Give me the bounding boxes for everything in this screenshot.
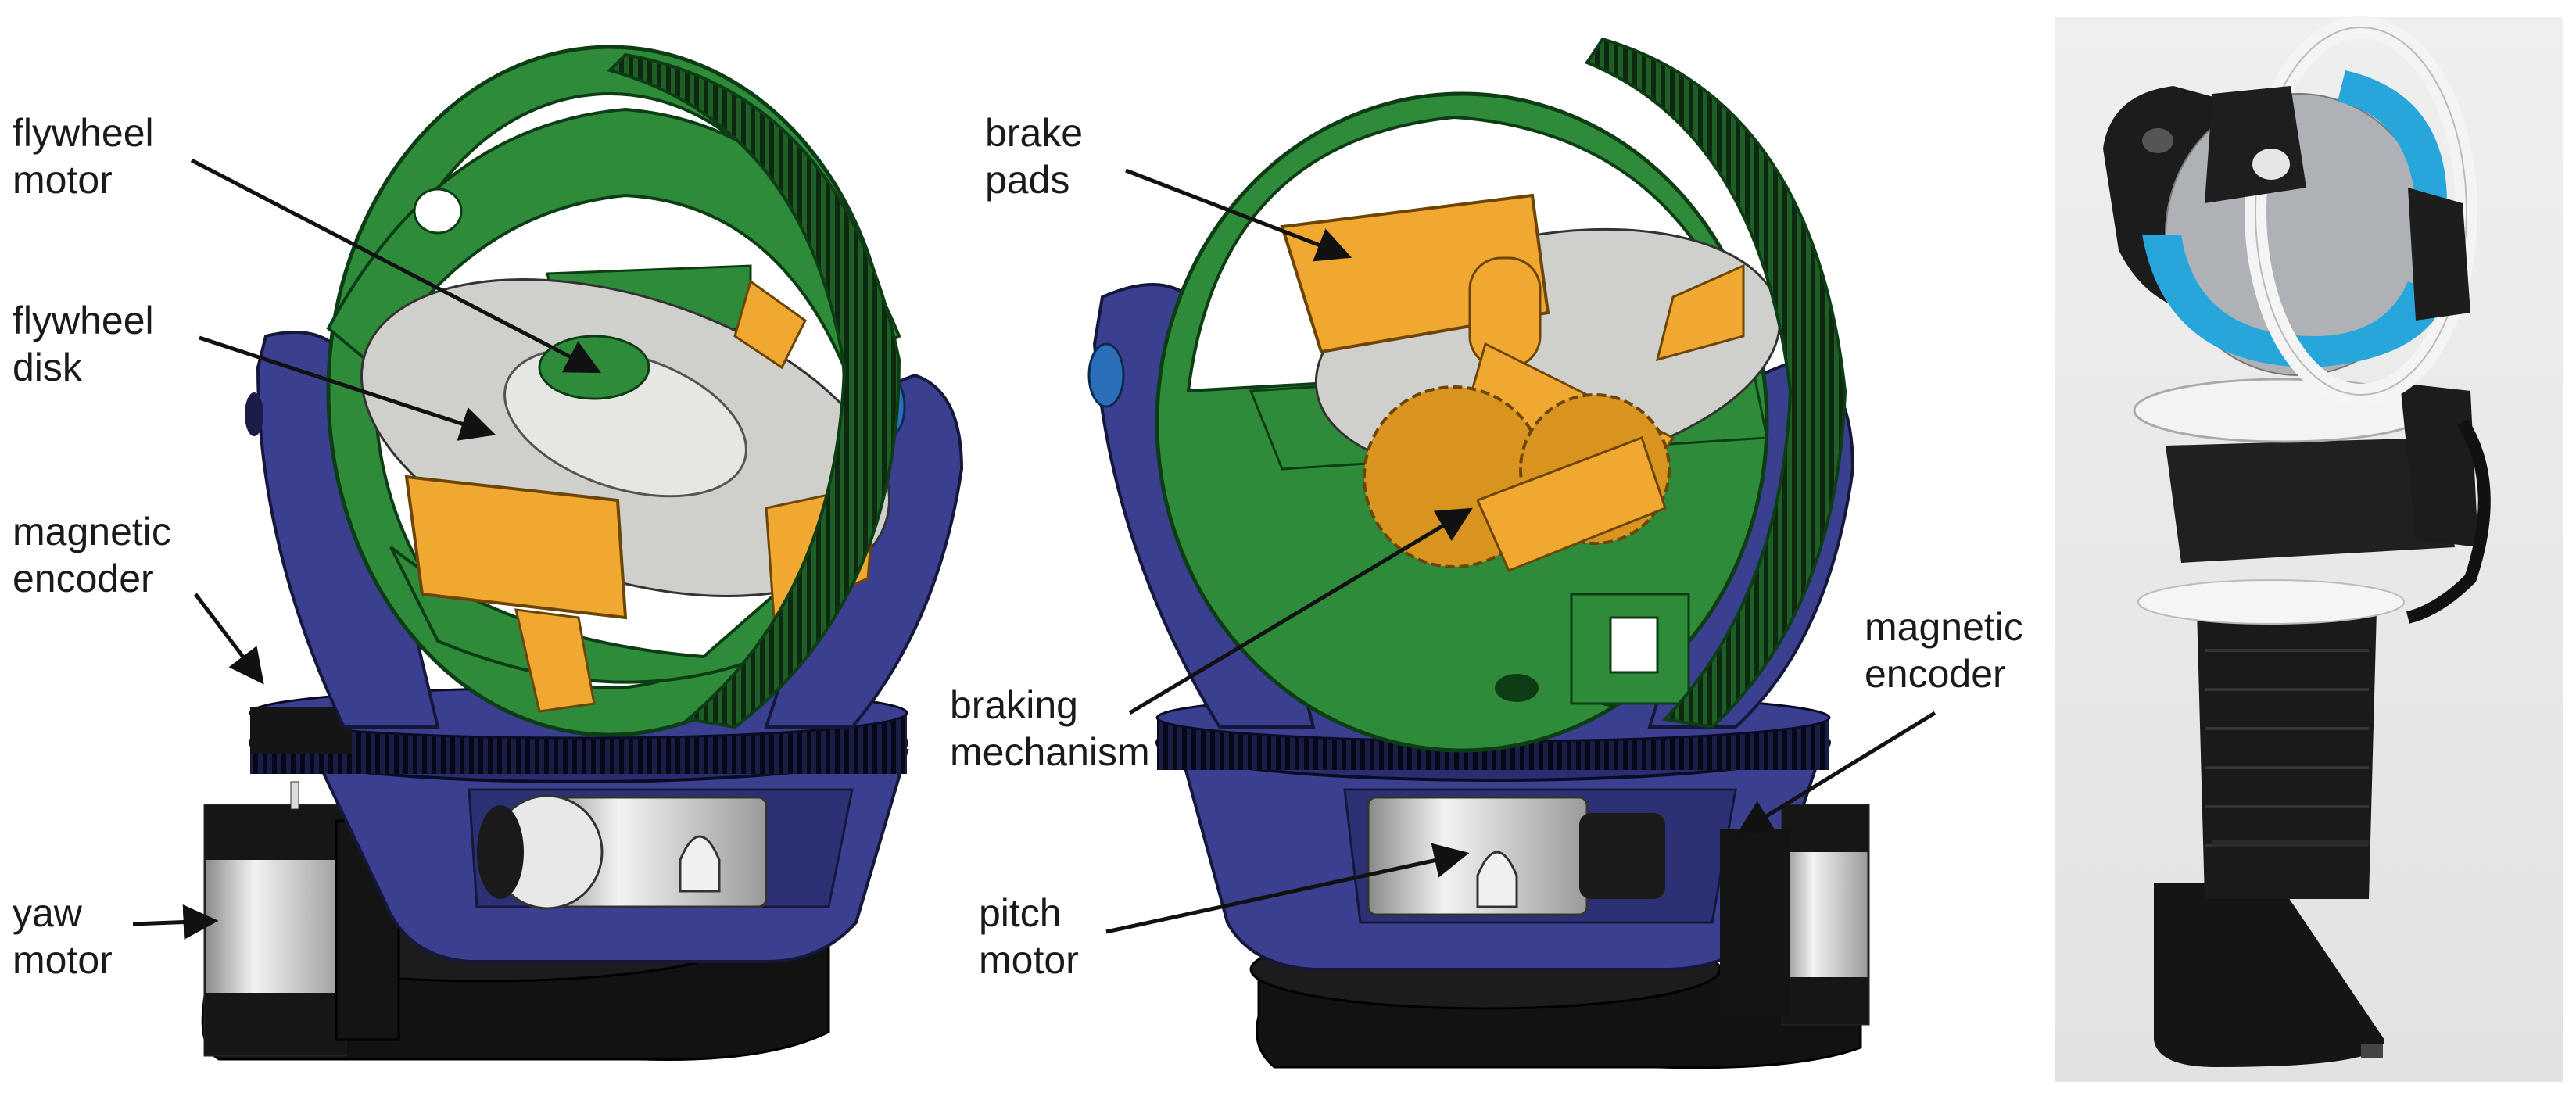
label-line: motor [13, 938, 113, 982]
arrow-icon [1128, 507, 1473, 715]
middle-render [1087, 37, 1870, 1069]
label-line: motor [13, 158, 113, 202]
label-braking-mechanism: braking mechanism [950, 682, 1150, 775]
arrow-icon [1736, 711, 1936, 835]
label-flywheel-motor: flywheel motor [13, 109, 154, 203]
middle-gear-band [1584, 37, 1847, 729]
label-line: pitch [979, 891, 1062, 935]
label-brake-pads: brake pads [985, 109, 1083, 203]
label-line: mechanism [950, 730, 1150, 774]
label-line: magnetic [13, 510, 171, 553]
label-line: flywheel [13, 111, 154, 155]
label-magnetic-encoder-left: magnetic encoder [13, 508, 171, 602]
label-line: encoder [13, 557, 154, 600]
label-line: yaw [13, 891, 82, 935]
label-line: brake [985, 111, 1084, 155]
photo-device [2103, 16, 2491, 1067]
arrow-icon [1105, 843, 1470, 934]
label-yaw-motor: yaw motor [13, 890, 113, 983]
label-line: pads [985, 158, 1070, 202]
left-gear-band [607, 52, 901, 729]
yaw-motor-part [203, 781, 400, 1057]
arrow-icon [190, 158, 601, 374]
label-line: motor [979, 938, 1079, 982]
label-line: magnetic [1865, 605, 2023, 649]
middle-pitch-motor-part [1367, 796, 1665, 916]
arrow-icon [132, 904, 219, 940]
arrow-icon [194, 593, 264, 685]
label-line: braking [950, 683, 1078, 727]
middle-magnetic-encoder-part [1720, 804, 1870, 1026]
label-magnetic-encoder-right: magnetic encoder [1865, 604, 2023, 697]
label-pitch-motor: pitch motor [979, 890, 1079, 983]
device-photo [2055, 16, 2563, 1082]
left-pitch-motor-part [477, 794, 768, 910]
left-render [201, 45, 964, 1062]
label-line: encoder [1865, 652, 2006, 696]
leader-arrows [132, 158, 1936, 940]
arrow-icon [1125, 168, 1352, 262]
arrow-icon [199, 335, 496, 441]
label-line: flywheel [13, 299, 154, 342]
label-line: disk [13, 346, 82, 389]
label-flywheel-disk: flywheel disk [13, 297, 154, 391]
